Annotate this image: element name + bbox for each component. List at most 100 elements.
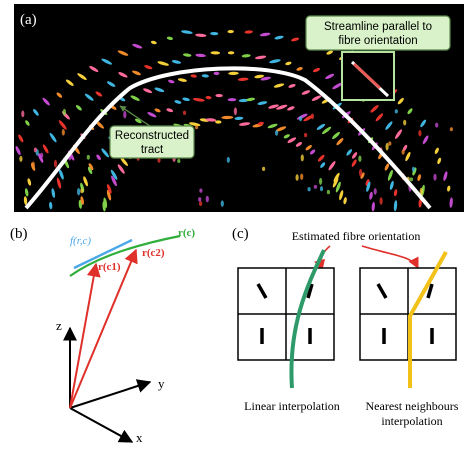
fibre-glyph <box>192 97 205 102</box>
fibre-glyph <box>419 187 423 195</box>
fibre-glyph <box>267 123 278 129</box>
fibre-glyph <box>287 137 297 143</box>
fibre-glyph <box>106 184 112 194</box>
fibre-glyph <box>257 121 264 126</box>
fibre-glyph <box>56 92 63 98</box>
callout-tract-box <box>109 125 195 159</box>
fibre-glyph <box>319 186 324 192</box>
fibre-glyph <box>51 188 56 198</box>
fibre-glyph <box>195 53 206 58</box>
zoom-inset-fibre <box>352 62 382 90</box>
fibre-glyph <box>101 58 112 65</box>
fibre-glyph <box>407 108 413 115</box>
fibre-glyph <box>343 197 347 205</box>
vector-r-c1 <box>69 262 101 409</box>
fibre-glyph <box>75 105 82 111</box>
fibre-glyph <box>27 178 32 186</box>
fibre-glyph <box>309 149 316 155</box>
fibre-glyph <box>182 53 192 57</box>
callout-streamline-box <box>305 15 451 51</box>
fibre-glyph <box>25 120 30 126</box>
fibre-glyph <box>332 82 343 90</box>
fibre-glyph <box>417 174 421 182</box>
fibre-glyph <box>210 51 221 55</box>
fibre-glyph <box>385 142 389 151</box>
fibre-glyph <box>198 197 202 202</box>
fibre-glyph <box>393 200 398 212</box>
fibre-glyph <box>53 159 58 168</box>
fibre-glyph <box>199 188 203 193</box>
fibre-glyph <box>31 161 35 169</box>
fibre-glyph <box>447 185 451 192</box>
fibre-glyph <box>111 175 117 187</box>
fibre-glyph <box>118 72 128 78</box>
fibre-glyph <box>77 188 81 196</box>
fibre-glyph <box>346 149 353 156</box>
fibre-glyph <box>316 123 326 130</box>
fibre-glyph <box>312 68 321 73</box>
fibre-glyph <box>405 151 411 162</box>
fibre-glyph <box>42 97 50 106</box>
fibre-glyph <box>319 177 323 185</box>
fibre-glyph <box>403 119 407 126</box>
fibre-glyph <box>103 197 108 208</box>
fibre-glyph <box>101 148 110 158</box>
fibre-glyph <box>326 189 330 195</box>
fibre-glyph <box>147 112 157 118</box>
y-axis <box>69 379 152 409</box>
fibre-glyph <box>411 166 416 172</box>
fibre-glyph <box>195 125 199 130</box>
fibre-glyph <box>227 29 234 34</box>
fibre-glyph <box>283 134 290 139</box>
fibre-glyph <box>49 201 53 210</box>
fibre-glyph <box>379 197 383 205</box>
fibre-glyph <box>443 171 448 181</box>
fibre-glyph <box>393 189 398 197</box>
fibre-glyph <box>335 181 341 193</box>
fibre-glyph <box>15 146 21 156</box>
fibre-glyph <box>326 50 333 55</box>
fibre-glyph <box>276 104 288 110</box>
fibre-glyph <box>77 73 87 81</box>
vector-c2-label: r(c2) <box>142 247 165 259</box>
fibre-glyph <box>295 142 303 147</box>
fibre-glyph <box>157 61 169 66</box>
fibre-glyph <box>449 127 453 132</box>
fibre-glyph <box>317 154 325 162</box>
callout-tract-line2: tract <box>141 144 164 156</box>
fibre-glyph <box>210 31 219 36</box>
callout-streamline: Streamline parallel to fibre orientation <box>305 15 451 71</box>
y-axis-label: y <box>158 376 165 391</box>
fibre-glyph <box>21 110 25 118</box>
fibre-glyph <box>19 155 23 162</box>
fibre-glyph <box>201 74 209 78</box>
fibre-glyph <box>226 156 230 163</box>
fibre-glyph <box>61 129 65 136</box>
x-axis-label: x <box>136 430 143 445</box>
grid-nearest <box>359 251 457 388</box>
x-axis <box>69 407 134 443</box>
grid-linear <box>237 249 335 389</box>
panel-b: (b) z y x f(r,c) r(c) r(c1) r(c2) <box>10 226 195 445</box>
fibre-glyph <box>38 153 44 163</box>
fibre-glyph <box>301 90 311 95</box>
fibre-glyph <box>56 177 62 189</box>
reconstructed-tract-streamline <box>24 66 432 210</box>
fibre-glyph <box>80 188 84 194</box>
fibre-glyph <box>65 79 74 86</box>
fibre-glyph <box>166 108 174 113</box>
fibre-glyph <box>366 181 371 192</box>
fibre-glyph <box>325 73 335 80</box>
nearest-caption-line2: interpolation <box>381 414 442 428</box>
fibre-glyph <box>275 130 279 136</box>
grid-nearest-glyph-tr <box>426 283 434 299</box>
fibre-glyph <box>144 65 153 70</box>
fibre-glyph <box>123 110 127 119</box>
callout-tract: Reconstructed tract <box>109 105 195 159</box>
fibre-glyph <box>168 79 175 84</box>
curve-r-c <box>69 234 181 277</box>
fibre-glyph <box>274 35 284 40</box>
fibre-glyph <box>435 122 439 128</box>
fibre-glyph <box>33 147 38 153</box>
